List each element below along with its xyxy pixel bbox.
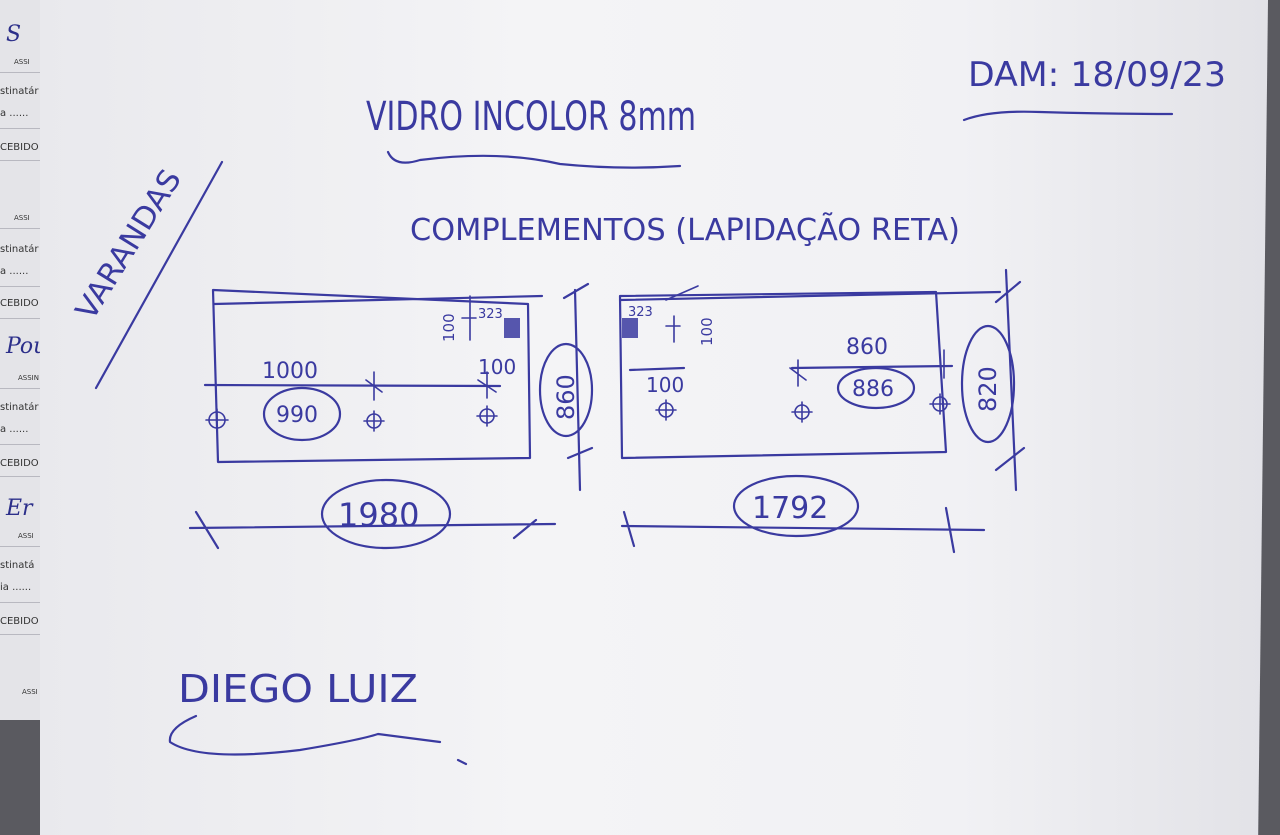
form-dest: stinatár <box>0 86 39 97</box>
right-width-ellipse <box>732 474 860 538</box>
form-divider <box>0 228 40 229</box>
left-hole-spacing: 990 <box>276 403 318 428</box>
right-hole-spacing-b: 886 <box>852 377 894 402</box>
form-label: ASSI <box>14 214 30 222</box>
right-width-line <box>620 506 986 554</box>
left-hole-1 <box>205 408 229 432</box>
sketch-subtitle: COMPLEMENTOS (LAPIDAÇÃO RETA) <box>410 212 960 248</box>
right-height: 820 <box>974 366 1002 412</box>
sketch-title: VIDRO INCOLOR 8mm <box>366 94 696 140</box>
form-dest: stinatá <box>0 560 35 571</box>
form-label: ASSIN <box>18 374 39 382</box>
left-hole-offset: 1000 <box>262 359 318 384</box>
left-notch-h: 100 <box>440 313 458 342</box>
right-hole-line-left <box>628 366 686 372</box>
form-divider <box>0 634 40 635</box>
form-label: ASSI <box>14 58 30 66</box>
form-divider <box>0 318 40 319</box>
form-divider <box>0 388 40 389</box>
left-height: 860 <box>552 374 580 420</box>
form-sub: a ...... <box>0 108 29 119</box>
form-received: CEBIDO <box>0 458 39 469</box>
right-hole-3 <box>929 393 951 415</box>
form-signature: Er <box>6 496 33 521</box>
right-width: 1792 <box>752 491 828 526</box>
form-divider <box>0 160 40 161</box>
side-note-slash <box>94 160 224 390</box>
form-divider <box>0 128 40 129</box>
right-notch-h: 100 <box>698 317 716 346</box>
form-sub: a ...... <box>0 424 29 435</box>
left-notch-dim <box>461 295 477 341</box>
right-hole-offset: 100 <box>646 373 684 397</box>
left-height-ellipse <box>538 342 594 438</box>
side-note: VARANDAS <box>69 164 189 327</box>
right-spacing-ellipse <box>836 366 916 410</box>
right-hole-spacing-a: 860 <box>846 335 888 360</box>
signature-flourish <box>168 714 468 766</box>
form-divider <box>0 72 40 73</box>
left-width-ellipse <box>320 478 452 550</box>
left-hole-3 <box>476 405 498 427</box>
right-panel-top-line <box>618 290 1002 302</box>
right-notch-dim <box>665 285 699 343</box>
left-notch-w: 323 <box>478 307 503 322</box>
right-height-line <box>994 268 1026 492</box>
left-tick <box>365 371 383 401</box>
sketch-signature: DIEGO LUIZ <box>178 667 418 711</box>
form-divider <box>0 286 40 287</box>
right-hole-1 <box>655 399 677 421</box>
form-divider <box>0 546 40 547</box>
date-underline <box>962 110 1174 122</box>
form-dest: stinatár <box>0 402 39 413</box>
right-tick <box>789 359 807 387</box>
left-panel-top-line <box>212 294 544 306</box>
right-panel-outline <box>618 290 948 460</box>
right-notch-mark <box>622 318 638 338</box>
right-height-ellipse <box>960 324 1016 444</box>
form-received: CEBIDO <box>0 142 39 153</box>
left-tick <box>477 371 497 399</box>
left-glass-panel: 100 323 1000 990 100 860 1980 <box>188 282 594 550</box>
form-divider <box>0 602 40 603</box>
left-width: 1980 <box>338 496 419 534</box>
form-sub: a ...... <box>0 266 29 277</box>
form-received: CEBIDO <box>0 298 39 309</box>
right-hole-2 <box>791 401 813 423</box>
left-right-hole-dim: 100 <box>478 355 516 379</box>
left-hole-2 <box>363 410 385 432</box>
title-underline <box>386 150 682 169</box>
left-spacing-ellipse <box>262 386 342 442</box>
right-notch-w: 323 <box>628 305 653 320</box>
form-divider <box>0 476 40 477</box>
left-hole-line <box>203 383 502 388</box>
form-label: ASSI <box>22 688 38 696</box>
form-divider <box>0 444 40 445</box>
form-dest: stinatár <box>0 244 39 255</box>
left-width-line <box>188 510 557 550</box>
sketch-paper <box>40 0 1268 835</box>
form-label: ASSI <box>18 532 34 540</box>
sketch-date: DAM: 18/09/23 <box>968 55 1226 95</box>
form-received: CEBIDO <box>0 616 39 627</box>
left-notch-mark <box>504 318 520 338</box>
form-sub: ia ...... <box>0 582 32 593</box>
left-height-line <box>562 282 594 492</box>
right-glass-panel: 323 100 100 860 886 820 1792 <box>618 268 1026 554</box>
form-signature: S <box>6 22 22 47</box>
